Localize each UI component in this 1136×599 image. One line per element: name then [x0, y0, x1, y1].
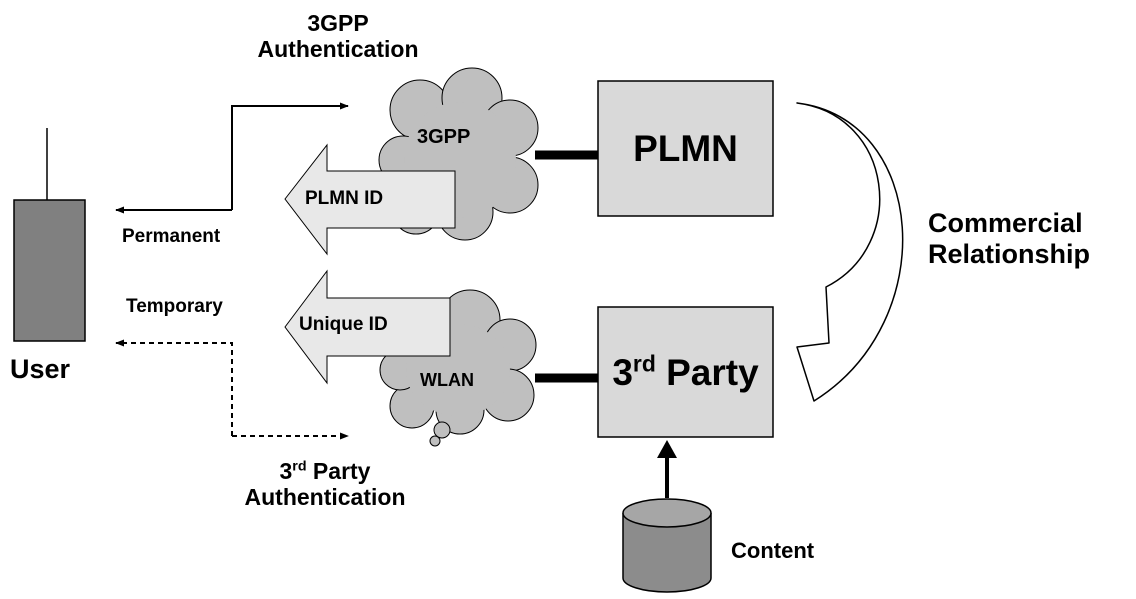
cloud-wlan-label: WLAN: [420, 370, 474, 390]
user-label: User: [10, 354, 71, 384]
content-label: Content: [731, 538, 815, 563]
third-party-label: 3rd Party: [612, 350, 759, 393]
plmn-id-arrow: [284, 143, 456, 256]
temporary-label: Temporary: [126, 296, 223, 317]
permanent-label: Permanent: [122, 226, 221, 247]
third-party-box: [597, 306, 774, 438]
commercial-relationship-arrow: [796, 102, 904, 402]
user-device: [13, 199, 86, 342]
cloud-3gpp-label: 3GPP: [417, 126, 471, 148]
commercial-relationship-label: Commercial Relationship: [928, 208, 1090, 270]
plmn-label: PLMN: [633, 128, 738, 169]
auth-3gpp-arrow: [231, 102, 349, 210]
commercial-line1: Commercial: [928, 208, 1083, 238]
auth-3gpp-label: 3GPP Authentication: [218, 10, 458, 63]
plmn-box: [597, 80, 774, 217]
auth-3gpp-line1: 3GPP: [307, 10, 369, 36]
auth-3gpp-line2: Authentication: [257, 36, 419, 63]
plmn-id-label: PLMN ID: [305, 188, 384, 209]
temporary-arrow: [115, 339, 233, 436]
auth-3rd-party-line1: 3rd Party: [279, 458, 371, 484]
auth-3rd-party-line2: Authentication: [244, 484, 406, 511]
unique-id-label: Unique ID: [299, 314, 388, 335]
content-cylinder: [622, 498, 712, 593]
unique-id-arrow: [284, 269, 451, 385]
content-arrow-head: [657, 440, 677, 458]
commercial-line2: Relationship: [928, 239, 1091, 270]
auth-3rd-party-label: 3rd Party Authentication: [205, 458, 445, 511]
cloud-wlan: [379, 289, 537, 447]
